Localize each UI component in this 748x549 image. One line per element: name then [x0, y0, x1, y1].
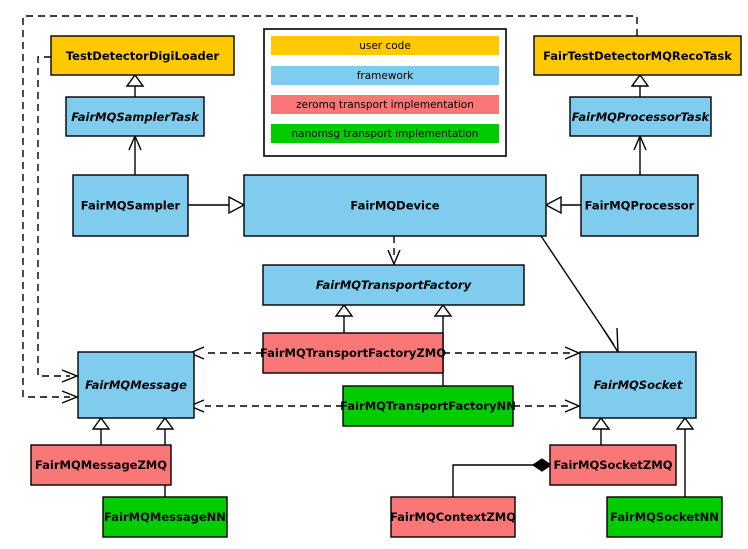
node-label: FairMQMessageNN — [104, 510, 226, 524]
node-box[interactable] — [549, 444, 677, 486]
edge-factorynn-to-socket — [513, 399, 581, 413]
node-fairmqdevice[interactable]: FairMQDevice — [243, 174, 547, 237]
node-fairmqsocket[interactable]: FairMQSocket — [579, 351, 697, 419]
node-fairmqmessagenn[interactable]: FairMQMessageNN — [102, 496, 228, 538]
node-box[interactable] — [243, 174, 547, 237]
legend-item-framework: framework — [271, 66, 499, 85]
edge-messagezmq-to-message — [91, 416, 111, 445]
node-box[interactable] — [102, 496, 228, 538]
node-fairmqmessagezmq[interactable]: FairMQMessageZMQ — [30, 444, 172, 486]
edge-device-to-socket — [540, 235, 619, 355]
edge-digiloader-to-message — [37, 56, 79, 383]
node-fairmqprocessor[interactable]: FairMQProcessor — [580, 174, 699, 237]
node-box[interactable] — [72, 174, 189, 237]
legend-label-framework: framework — [357, 70, 414, 82]
node-box[interactable] — [50, 35, 235, 76]
node-box[interactable] — [342, 385, 514, 427]
node-box[interactable] — [580, 174, 699, 237]
edge-sampler-to-samplertask — [128, 134, 142, 175]
node-fairmqtransportfactoryzmq[interactable]: FairMQTransportFactoryZMQ — [260, 332, 446, 374]
node-box[interactable] — [262, 264, 525, 306]
node-testdetectordigiloader[interactable]: TestDetectorDigiLoader — [50, 35, 235, 76]
edge-device-to-transportfactory — [387, 236, 401, 266]
node-label: FairMQSampler — [81, 199, 181, 213]
edge-sampler-to-device — [188, 195, 246, 215]
node-label: FairMQDevice — [350, 199, 439, 213]
node-label: FairMQTransportFactoryNN — [340, 399, 516, 413]
legend: user code framework zeromq transport imp… — [263, 28, 507, 157]
edge-processortask-to-recotask — [630, 73, 650, 97]
legend-item-zeromq: zeromq transport implementation — [271, 95, 499, 114]
node-fairmqtransportfactorynn[interactable]: FairMQTransportFactoryNN — [340, 385, 516, 427]
edge-factoryzmq-to-factory — [334, 303, 354, 333]
legend-swatch-zeromq — [271, 95, 499, 114]
node-label: FairMQSocketZMQ — [554, 458, 673, 472]
node-fairmqsampler[interactable]: FairMQSampler — [72, 174, 189, 237]
legend-item-nanomsg: nanomsg transport implementation — [271, 124, 499, 143]
node-layer: TestDetectorDigiLoader FairTestDetectorM… — [30, 35, 742, 538]
node-fairtestdetectormqrecotask[interactable]: FairTestDetectorMQRecoTask — [533, 35, 742, 76]
edge-processor-to-device — [544, 195, 581, 215]
node-fairmqtransportfactory[interactable]: FairMQTransportFactory — [262, 264, 525, 306]
node-label: FairMQSocketNN — [610, 510, 719, 524]
node-box[interactable] — [65, 96, 205, 137]
node-label: FairMQSocket — [594, 378, 683, 392]
node-label: FairTestDetectorMQRecoTask — [543, 49, 732, 63]
edge-factorynn-to-message — [188, 399, 343, 413]
node-fairmqsocketzmq[interactable]: FairMQSocketZMQ — [549, 444, 677, 486]
node-box[interactable] — [30, 444, 172, 486]
node-box[interactable] — [579, 351, 697, 419]
node-fairmqcontextzmq[interactable]: FairMQContextZMQ — [390, 496, 516, 538]
legend-swatch-user-code — [271, 36, 499, 55]
node-label: FairMQContextZMQ — [390, 510, 516, 524]
node-label: FairMQMessage — [85, 378, 187, 392]
node-fairmqsocketnn[interactable]: FairMQSocketNN — [606, 496, 723, 538]
node-fairmqmessage[interactable]: FairMQMessage — [77, 351, 195, 419]
legend-item-user-code: user code — [271, 36, 499, 55]
edge-socketnn-to-socket — [675, 416, 695, 497]
node-box[interactable] — [569, 96, 712, 137]
edge-factoryzmq-to-message — [188, 346, 263, 360]
node-fairmqsamplertask[interactable]: FairMQSamplerTask — [65, 96, 205, 137]
edge-processor-to-processortask — [633, 134, 647, 175]
node-fairmqprocessortask[interactable]: FairMQProcessorTask — [569, 96, 712, 137]
node-label: FairMQProcessorTask — [572, 110, 711, 124]
node-label: FairMQSamplerTask — [71, 110, 200, 124]
node-label: TestDetectorDigiLoader — [66, 49, 220, 63]
legend-swatch-framework — [271, 66, 499, 85]
node-label: FairMQTransportFactory — [316, 278, 472, 292]
edge-socketzmq-to-socket — [591, 416, 611, 445]
node-label: FairMQMessageZMQ — [35, 458, 167, 472]
node-label: FairMQProcessor — [585, 199, 695, 213]
edge-factoryzmq-to-socket — [443, 346, 581, 360]
legend-label-zeromq: zeromq transport implementation — [296, 99, 474, 111]
node-label: FairMQTransportFactoryZMQ — [260, 346, 446, 360]
legend-label-user-code: user code — [359, 40, 411, 52]
node-box[interactable] — [262, 332, 444, 374]
legend-label-nanomsg: nanomsg transport implementation — [292, 128, 479, 140]
node-box[interactable] — [390, 496, 516, 538]
legend-swatch-nanomsg — [271, 124, 499, 143]
edge-contextzmq-to-socketzmq — [452, 458, 553, 497]
node-box[interactable] — [533, 35, 742, 76]
edge-samplertask-to-digiloader — [125, 73, 145, 97]
node-box[interactable] — [77, 351, 195, 419]
edge-recotask-to-message — [22, 15, 638, 404]
node-box[interactable] — [606, 496, 723, 538]
